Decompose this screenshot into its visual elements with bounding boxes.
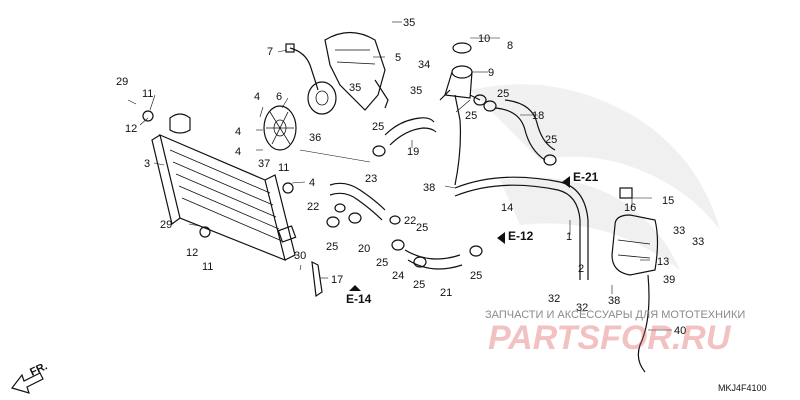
callout-35-top: 35 [403, 17, 415, 29]
callout-20: 20 [358, 243, 370, 255]
callout-13: 13 [657, 256, 669, 268]
callout-25-e: 25 [326, 241, 338, 253]
front-arrow-icon [10, 372, 44, 394]
callout-3: 3 [144, 158, 150, 170]
callout-15: 15 [662, 195, 674, 207]
callout-4-top: 4 [254, 91, 260, 103]
callout-4-right: 4 [309, 177, 315, 189]
callout-25-i: 25 [416, 222, 428, 234]
callout-25-g: 25 [413, 279, 425, 291]
callout-35-right: 35 [410, 85, 422, 97]
callout-32-right: 32 [576, 302, 588, 314]
callout-38-right: 38 [608, 295, 620, 307]
ref-e12: E-12 [508, 229, 534, 243]
callout-25-d: 25 [545, 134, 557, 146]
callout-2: 2 [578, 263, 584, 275]
callout-12-bottom: 12 [186, 247, 198, 259]
callout-4-mid: 4 [235, 126, 241, 138]
hose-clamps [326, 94, 557, 268]
callout-37: 37 [258, 158, 270, 170]
callout-32-left: 32 [548, 293, 560, 305]
callout-10: 10 [478, 33, 490, 45]
callout-25-h: 25 [470, 270, 482, 282]
callout-40: 40 [674, 325, 686, 337]
callout-23: 23 [365, 173, 377, 185]
ref-e21: E-21 [573, 170, 599, 184]
ref-e21-arrow-icon [562, 176, 570, 188]
callout-33-bottom: 33 [692, 236, 704, 248]
callout-25-c: 25 [465, 110, 477, 122]
callout-29-bottom: 29 [160, 219, 172, 231]
callout-6: 6 [276, 91, 282, 103]
callout-8: 8 [507, 40, 513, 52]
reference-labels: E-21 E-12 E-14 [346, 170, 599, 306]
callout-9: 9 [488, 67, 494, 79]
callout-11-top: 11 [142, 88, 153, 100]
callout-11-mid: 11 [278, 162, 289, 174]
callout-18: 18 [532, 110, 544, 122]
diagram-code: MKJ4F4100 [718, 383, 767, 393]
callout-34: 34 [418, 59, 430, 71]
watermark: ЗАПЧАСТИ И АКСЕССУАРЫ ДЛЯ МОТОТЕХНИКИ PA… [485, 309, 745, 357]
ref-e14-arrow-icon [349, 285, 361, 291]
ref-e14: E-14 [346, 292, 372, 306]
callout-25-b: 25 [497, 88, 509, 100]
callout-22-left: 22 [307, 201, 319, 213]
front-label: FR. [28, 360, 49, 378]
leader-lines [127, 21, 672, 331]
fan-connector [285, 43, 295, 53]
callout-39: 39 [663, 274, 675, 286]
callout-labels: 1 2 3 4 4 4 4 5 6 7 8 9 10 11 11 11 12 1… [116, 17, 704, 337]
callout-19: 19 [407, 146, 419, 158]
callout-14: 14 [501, 202, 513, 214]
watermark-tagline: ЗАПЧАСТИ И АКСЕССУАРЫ ДЛЯ МОТОТЕХНИКИ [485, 309, 745, 321]
callout-17: 17 [331, 274, 343, 286]
background-wing-logo [470, 84, 720, 270]
callout-11-bottom: 11 [202, 261, 213, 273]
reserve-tank [611, 187, 659, 373]
callout-35-mid: 35 [349, 82, 361, 94]
callout-4-low: 4 [235, 146, 241, 158]
callout-36: 36 [309, 132, 321, 144]
fan-shroud [324, 31, 389, 111]
cooling-fan [263, 81, 337, 151]
coolant-hoses [329, 94, 589, 280]
callout-1: 1 [566, 231, 572, 243]
callout-25-a: 25 [372, 121, 384, 133]
callout-25-f: 25 [376, 257, 388, 269]
ref-e12-arrow-icon [497, 232, 505, 244]
callout-5: 5 [395, 52, 401, 64]
callout-21: 21 [440, 287, 452, 299]
callout-7: 7 [267, 46, 273, 58]
callout-33-top: 33 [673, 225, 685, 237]
callout-22-right: 22 [404, 215, 416, 227]
callout-24: 24 [392, 270, 404, 282]
front-direction-indicator: FR. [10, 360, 49, 394]
callout-38-left: 38 [423, 182, 435, 194]
callout-30: 30 [294, 250, 306, 262]
callout-16: 16 [624, 202, 636, 214]
radiator [142, 110, 297, 261]
callout-12-top: 12 [125, 123, 137, 135]
radiator-bracket [311, 260, 323, 298]
fan-wire-harness [289, 47, 319, 91]
callout-29-top: 29 [116, 76, 128, 88]
watermark-logo-text: PARTSFOR.RU [488, 319, 732, 357]
